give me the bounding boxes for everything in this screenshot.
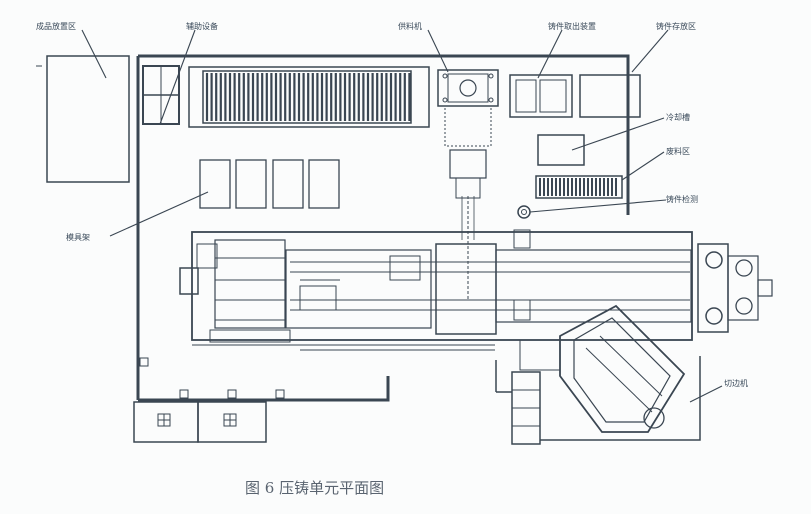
auxiliary-equipment xyxy=(142,29,196,125)
label-mold-rack: 模具架 xyxy=(66,232,90,242)
label-finished-product-area: 成品放置区 xyxy=(36,21,76,31)
cell-boundary xyxy=(136,54,630,402)
bottom-left-equipment xyxy=(133,401,267,443)
striped-rack xyxy=(188,66,430,128)
label-casting-unloading: 铸件取出装置 xyxy=(548,21,596,31)
label-cooling-tank: 冷却槽 xyxy=(666,112,690,122)
label-auxiliary-equipment: 辅助设备 xyxy=(186,21,218,31)
casting-inspection xyxy=(517,199,667,219)
waste-area xyxy=(535,151,665,199)
label-casting-storage: 铸件存放区 xyxy=(656,21,696,31)
label-trim-press: 切边机 xyxy=(724,378,748,388)
mold-rack xyxy=(109,159,340,237)
figure-caption: 图 6 压铸单元平面图 xyxy=(245,479,384,497)
finished-product-area xyxy=(36,29,130,183)
casting-unloading-device xyxy=(509,29,573,118)
label-waste-area: 废料区 xyxy=(666,146,690,156)
cooling-tank xyxy=(537,117,665,166)
die-casting-machine xyxy=(179,229,773,351)
casting-storage-area xyxy=(579,29,669,118)
label-material-feeder: 供料机 xyxy=(398,21,422,31)
material-feeder xyxy=(427,29,499,300)
trim-press xyxy=(511,304,723,445)
label-casting-inspection: 铸件检测 xyxy=(666,194,698,204)
